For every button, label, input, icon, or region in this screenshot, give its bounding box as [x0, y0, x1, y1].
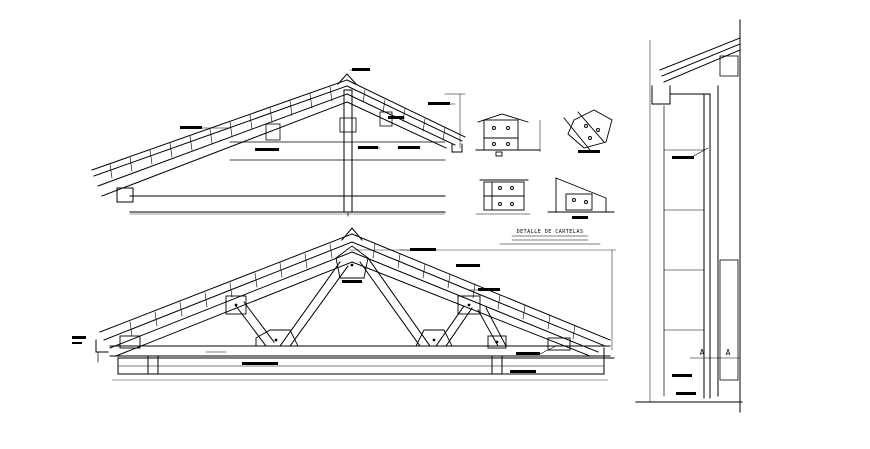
detail-caption: DETALLE DE CARTELAS: [517, 229, 584, 235]
gusset-details: [475, 109, 615, 245]
wall-section: [635, 19, 743, 413]
truss-elevation: [72, 227, 617, 381]
section-mark-right: A: [726, 348, 731, 357]
roof-section-top: [91, 68, 466, 217]
section-mark-left: A: [700, 348, 705, 357]
